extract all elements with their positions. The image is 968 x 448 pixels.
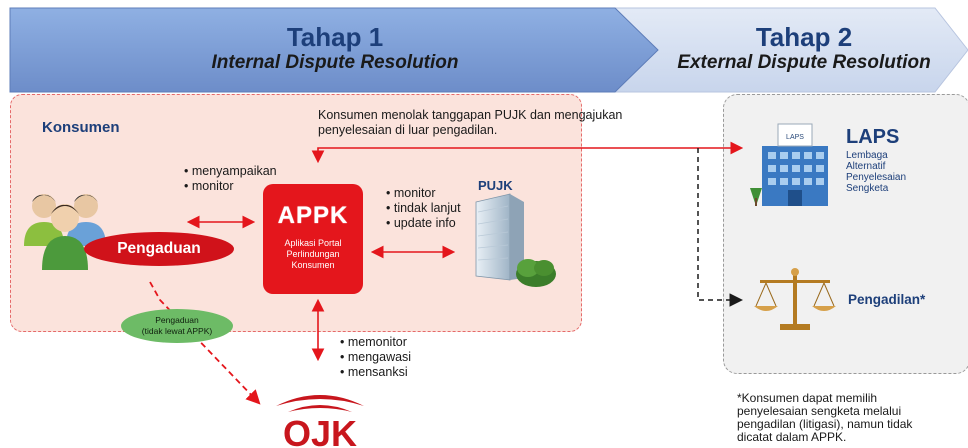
pengaduan-badge: Pengaduan [84,232,234,266]
appk-description: Aplikasi Portal Perlindungan Konsumen [263,238,363,271]
stage1-title: Tahap 1 [286,22,384,52]
rejection-note-line: penyelesaian di luar pengadilan. [318,123,498,137]
pengaduan-direct-line: (tidak lewat APPK) [141,326,213,336]
appk-desc-line: Aplikasi Portal [284,238,342,248]
ojk-action-item: mensanksi [340,365,411,380]
stage2-subtitle: External Dispute Resolution [677,52,931,73]
arrow-to-laps [311,141,744,164]
pengaduan-direct-pill: Pengaduan (tidak lewat APPK) [121,309,233,343]
stage-header-arrows [9,7,968,93]
laps-desc-line: Sengketa [846,183,889,194]
laps-title: LAPS [846,126,900,148]
footnote: *Konsumen dapat memilih penyelesaian sen… [737,392,967,444]
scales-of-justice-icon [754,268,836,330]
rejection-note: Konsumen menolak tanggapan PUJK dan meng… [318,108,622,138]
arrow-direct-ojk [149,281,261,405]
pujk-action-item: monitor [386,186,461,201]
rejection-note-line: Konsumen menolak tanggapan PUJK dan meng… [318,108,623,122]
laps-desc-line: Penyelesaian [846,172,907,183]
footnote-line: *Konsumen dapat memilih [737,391,878,405]
pengadilan-label: Pengadilan* [848,292,926,307]
konsumen-label: Konsumen [42,119,120,136]
stage1-subtitle: Internal Dispute Resolution [211,52,459,73]
stage2-title: Tahap 2 [755,22,853,52]
appk-desc-line: Perlindungan [286,249,340,259]
pujk-action-item: tindak lanjut [386,201,461,216]
laps-sign: LAPS [786,134,804,141]
ojk-logo: OJK [276,395,364,448]
ojk-logo-text: OJK [283,413,357,448]
laps-building-icon: LAPS [750,123,828,206]
ojk-action-item: mengawasi [340,350,411,365]
laps-description: Lembaga Alternatif Penyelesaian Sengketa [846,150,906,194]
stage2-heading: Tahap 2 External Dispute Resolution [656,22,952,74]
pujk-label: PUJK [478,178,513,193]
laps-desc-line: Lembaga [846,150,888,161]
footnote-line: pengadilan (litigasi), namun tidak [737,417,913,431]
footnote-line: penyelesaian sengketa melalui [737,404,902,418]
consumer-action-item: menyampaikan [184,164,277,179]
pujk-action-item: update info [386,216,461,231]
ojk-actions: memonitor mengawasi mensanksi [340,335,411,380]
pujk-actions: monitor tindak lanjut update info [386,186,461,231]
appk-desc-line: Konsumen [291,260,335,270]
stage1-arrow-band [9,7,659,93]
building-icon [475,193,556,287]
consumer-action-item: monitor [184,179,277,194]
arrow-to-pengadilan [697,148,743,307]
stage1-heading: Tahap 1 Internal Dispute Resolution [130,22,540,74]
appk-title: APPK [277,202,349,229]
ojk-action-item: memonitor [340,335,411,350]
consumer-actions: menyampaikan monitor [184,164,277,194]
consumers-icon [24,194,106,270]
pengaduan-direct-line: Pengaduan [155,315,199,325]
appk-box: APPK Aplikasi Portal Perlindungan Konsum… [263,184,363,294]
laps-desc-line: Alternatif [846,161,886,172]
stage2-panel [723,94,968,374]
footnote-line: dicatat dalam APPK. [737,430,847,444]
